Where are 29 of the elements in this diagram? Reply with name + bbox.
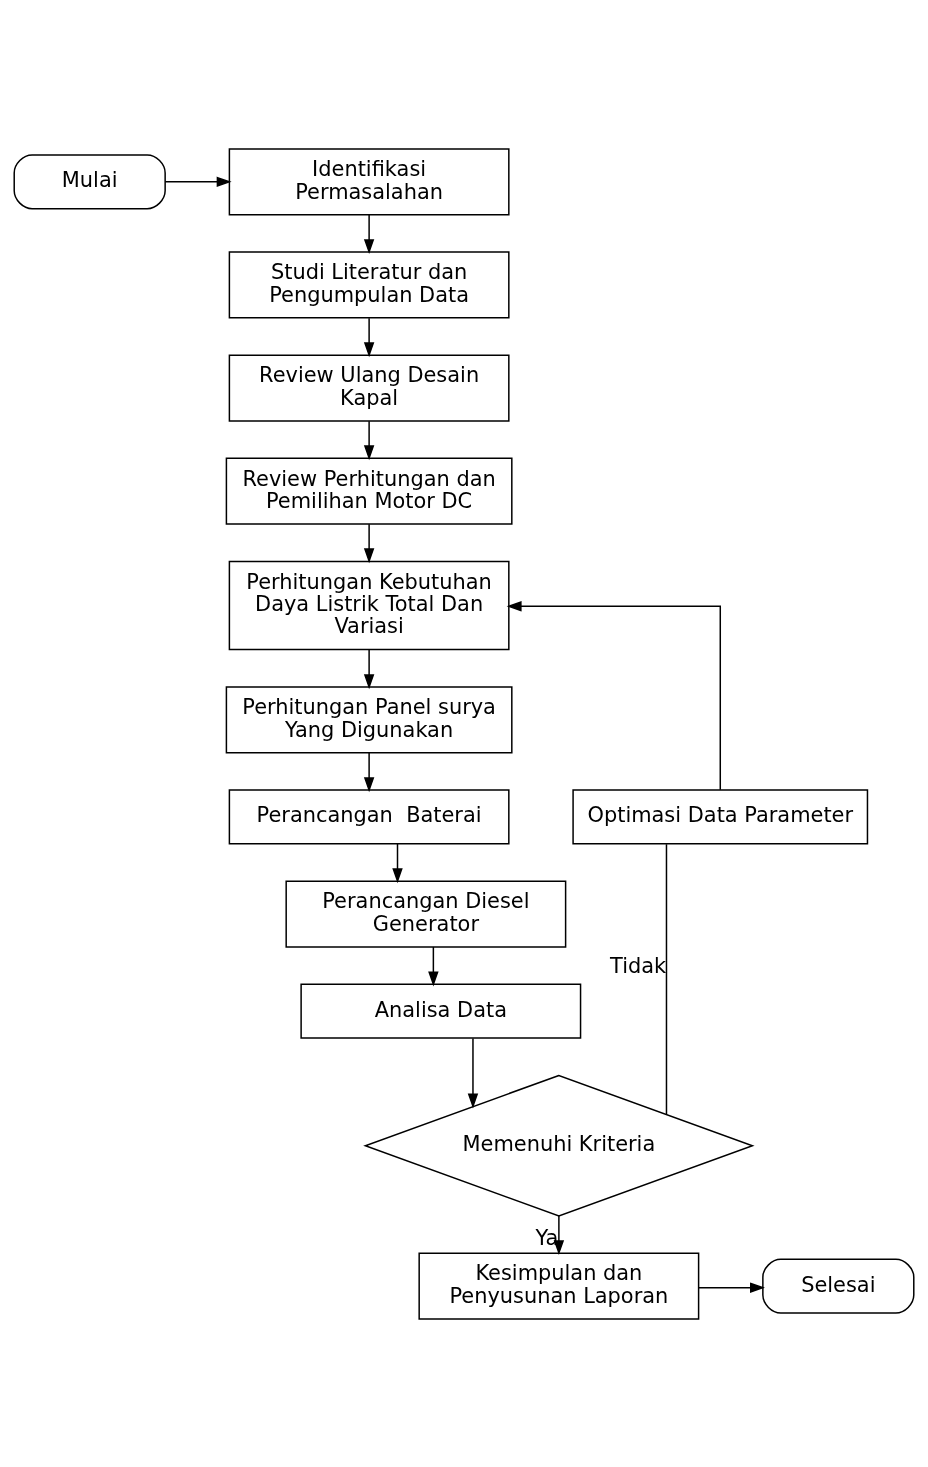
node-box: Perhitungan Panel surya Yang Digunakan — [225, 685, 513, 753]
node-box: Analisa Data — [300, 983, 582, 1039]
connector — [665, 842, 668, 1115]
edge-label: Tidak — [610, 953, 667, 978]
arrow — [467, 1037, 479, 1108]
arrow — [363, 420, 375, 460]
arrow — [697, 1281, 765, 1293]
arrow — [363, 648, 375, 689]
node-box: Mulai — [13, 153, 166, 209]
node-box: Review Perhitungan dan Pemilihan Motor DC — [225, 457, 513, 525]
node-box: Optimasi Data Parameter — [572, 788, 869, 845]
node-box: Kesimpulan dan Penyusunan Laporan — [418, 1252, 700, 1320]
node-box: Identifikasi Permasalahan — [228, 147, 510, 215]
arrow — [428, 945, 439, 986]
arrow — [363, 213, 375, 254]
arrow — [392, 842, 403, 883]
arrow — [363, 316, 375, 357]
node-box: Selesai — [762, 1258, 915, 1314]
arrow — [164, 176, 232, 187]
node-box: Perancangan Baterai — [228, 788, 510, 845]
node-box: Review Ulang Desain Kapal — [228, 353, 510, 422]
node-box: Perhitungan Kebutuhan Daya Listrik Total Dan Variasi — [228, 560, 510, 650]
node-box: Studi Literatur dan Pengumpulan Data — [228, 250, 510, 319]
arrow — [506, 600, 721, 791]
node-diamond: Memenuhi Kriteria — [363, 1074, 755, 1217]
edge-label: Ya — [535, 1225, 559, 1250]
node-box: Perancangan Diesel Generator — [285, 879, 567, 948]
arrow — [363, 751, 375, 792]
arrow — [363, 523, 375, 563]
